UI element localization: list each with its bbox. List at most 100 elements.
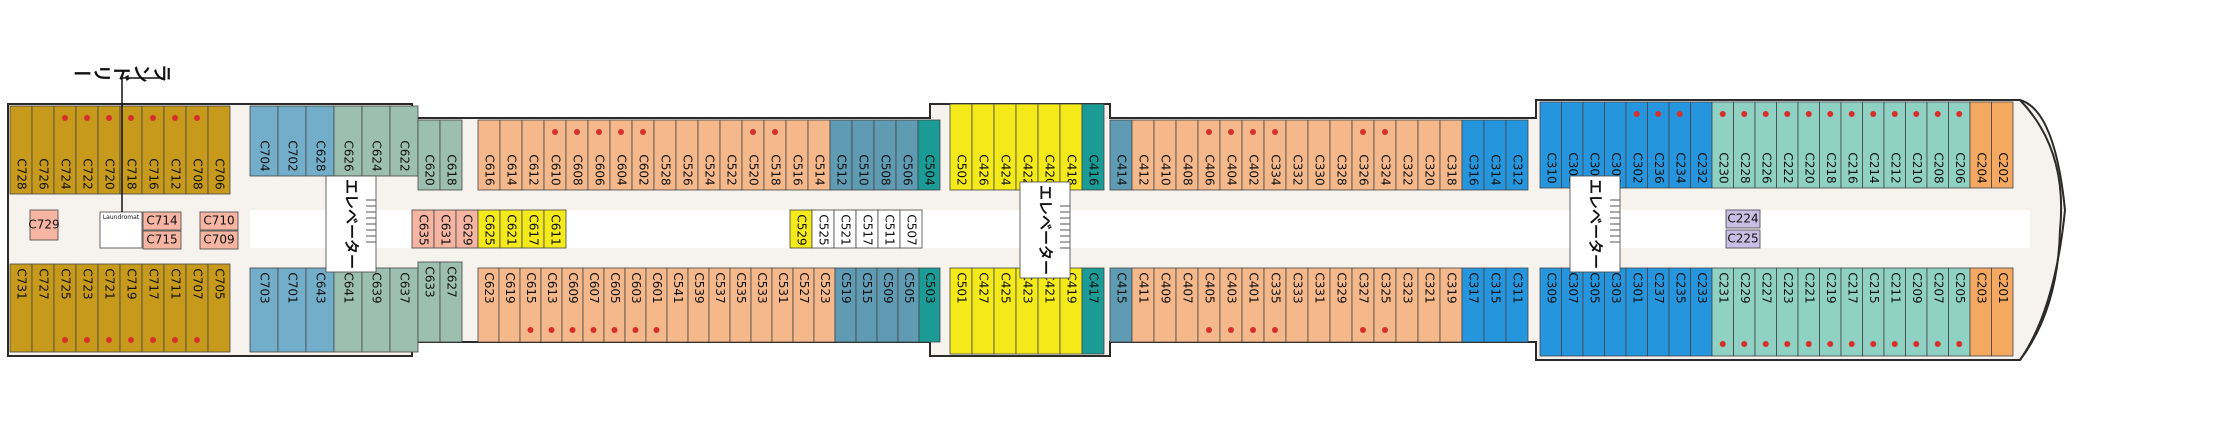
cabin-c225[interactable]: C225 (1725, 229, 1761, 249)
cabin-c728[interactable]: C728 (9, 105, 33, 195)
cabin-c420[interactable]: C420 (1037, 103, 1061, 191)
cabin-c631[interactable]: C631 (433, 209, 457, 249)
cabin-c326[interactable]: C326 (1351, 119, 1375, 191)
cabin-c424[interactable]: C424 (993, 103, 1017, 191)
cabin-c426[interactable]: C426 (971, 103, 995, 191)
cabin-c215[interactable]: C215 (1862, 267, 1885, 357)
cabin-c514[interactable]: C514 (807, 119, 831, 191)
cabin-c310[interactable]: C310 (1539, 101, 1562, 189)
cabin-c230[interactable]: C230 (1711, 101, 1734, 189)
cabin-c717[interactable]: C717 (141, 263, 165, 353)
cabin-c234[interactable]: C234 (1668, 101, 1691, 189)
cabin-c613[interactable]: C613 (540, 267, 563, 343)
cabin-c512[interactable]: C512 (829, 119, 853, 191)
cabin-c206[interactable]: C206 (1948, 101, 1971, 189)
cabin-c403[interactable]: C403 (1219, 267, 1243, 343)
cabin-c506[interactable]: C506 (895, 119, 919, 191)
cabin-c237[interactable]: C237 (1647, 267, 1670, 357)
cabin-c208[interactable]: C208 (1926, 101, 1949, 189)
cabin-c629[interactable]: C629 (455, 209, 479, 249)
cabin-c701[interactable]: C701 (277, 267, 307, 353)
cabin-c714[interactable]: C714 (142, 211, 182, 231)
cabin-c329[interactable]: C329 (1329, 267, 1353, 343)
cabin-c616[interactable]: C616 (477, 119, 501, 191)
cabin-c222[interactable]: C222 (1776, 101, 1799, 189)
cabin-c231[interactable]: C231 (1711, 267, 1734, 357)
cabin-c723[interactable]: C723 (75, 263, 99, 353)
cabin-c606[interactable]: C606 (587, 119, 611, 191)
cabin-c516[interactable]: C516 (785, 119, 809, 191)
cabin-c221[interactable]: C221 (1797, 267, 1820, 357)
cabin-c618[interactable]: C618 (439, 119, 463, 191)
cabin-c410[interactable]: C410 (1153, 119, 1177, 191)
cabin-c321[interactable]: C321 (1417, 267, 1441, 343)
cabin-c602[interactable]: C602 (631, 119, 655, 191)
cabin-c527[interactable]: C527 (792, 267, 815, 343)
cabin-c405[interactable]: C405 (1197, 267, 1221, 343)
cabin-c323[interactable]: C323 (1395, 267, 1419, 343)
cabin-c627[interactable]: C627 (439, 261, 463, 343)
cabin-c416[interactable]: C416 (1081, 103, 1105, 191)
cabin-c302[interactable]: C302 (1625, 101, 1648, 189)
cabin-c705[interactable]: C705 (207, 263, 231, 353)
cabin-c526[interactable]: C526 (675, 119, 699, 191)
cabin-c603[interactable]: C603 (624, 267, 647, 343)
cabin-c725[interactable]: C725 (53, 263, 77, 353)
cabin-c614[interactable]: C614 (499, 119, 523, 191)
cabin-c619[interactable]: C619 (498, 267, 521, 343)
cabin-c209[interactable]: C209 (1905, 267, 1928, 357)
cabin-c202[interactable]: C202 (1991, 101, 2014, 189)
cabin-c727[interactable]: C727 (31, 263, 55, 353)
cabin-c601[interactable]: C601 (645, 267, 668, 343)
cabin-c401[interactable]: C401 (1241, 267, 1265, 343)
cabin-c710[interactable]: C710 (199, 211, 239, 231)
cabin-c210[interactable]: C210 (1905, 101, 1928, 189)
cabin-c528[interactable]: C528 (653, 119, 677, 191)
cabin-c325[interactable]: C325 (1373, 267, 1397, 343)
cabin-c541[interactable]: C541 (666, 267, 689, 343)
cabin-c409[interactable]: C409 (1153, 267, 1177, 343)
cabin-c218[interactable]: C218 (1819, 101, 1842, 189)
cabin-c609[interactable]: C609 (561, 267, 584, 343)
cabin-c605[interactable]: C605 (603, 267, 626, 343)
cabin-c716[interactable]: C716 (141, 105, 165, 195)
cabin-c320[interactable]: C320 (1417, 119, 1441, 191)
cabin-c531[interactable]: C531 (771, 267, 794, 343)
cabin-c708[interactable]: C708 (185, 105, 209, 195)
cabin-c510[interactable]: C510 (851, 119, 875, 191)
cabin-c201[interactable]: C201 (1991, 267, 2014, 357)
cabin-c721[interactable]: C721 (97, 263, 121, 353)
cabin-c217[interactable]: C217 (1840, 267, 1863, 357)
cabin-c404[interactable]: C404 (1219, 119, 1243, 191)
cabin-c535[interactable]: C535 (729, 267, 752, 343)
cabin-c304[interactable]: C304 (1604, 101, 1627, 189)
cabin-c729[interactable]: C729 (28, 209, 60, 241)
cabin-c203[interactable]: C203 (1969, 267, 1992, 357)
cabin-c709[interactable]: C709 (199, 230, 239, 250)
cabin-c223[interactable]: C223 (1776, 267, 1799, 357)
cabin-c517[interactable]: C517 (855, 209, 879, 249)
cabin-c525[interactable]: C525 (811, 209, 835, 249)
cabin-c533[interactable]: C533 (750, 267, 773, 343)
cabin-c703[interactable]: C703 (249, 267, 279, 353)
cabin-c731[interactable]: C731 (9, 263, 33, 353)
cabin-c227[interactable]: C227 (1754, 267, 1777, 357)
cabin-c539[interactable]: C539 (687, 267, 710, 343)
cabin-c722[interactable]: C722 (75, 105, 99, 195)
cabin-c523[interactable]: C523 (813, 267, 836, 343)
cabin-c211[interactable]: C211 (1883, 267, 1906, 357)
cabin-c519[interactable]: C519 (834, 267, 857, 343)
cabin-c334[interactable]: C334 (1263, 119, 1287, 191)
cabin-c316[interactable]: C316 (1461, 119, 1485, 191)
cabin-c707[interactable]: C707 (185, 263, 209, 353)
cabin-c507[interactable]: C507 (899, 209, 923, 249)
cabin-c318[interactable]: C318 (1439, 119, 1463, 191)
cabin-c720[interactable]: C720 (97, 105, 121, 195)
cabin-c207[interactable]: C207 (1926, 267, 1949, 357)
cabin-c702[interactable]: C702 (277, 105, 307, 177)
cabin-c704[interactable]: C704 (249, 105, 279, 177)
cabin-c421[interactable]: C421 (1037, 267, 1061, 355)
cabin-c628[interactable]: C628 (305, 105, 335, 177)
cabin-c233[interactable]: C233 (1690, 267, 1713, 357)
cabin-c505[interactable]: C505 (897, 267, 920, 343)
